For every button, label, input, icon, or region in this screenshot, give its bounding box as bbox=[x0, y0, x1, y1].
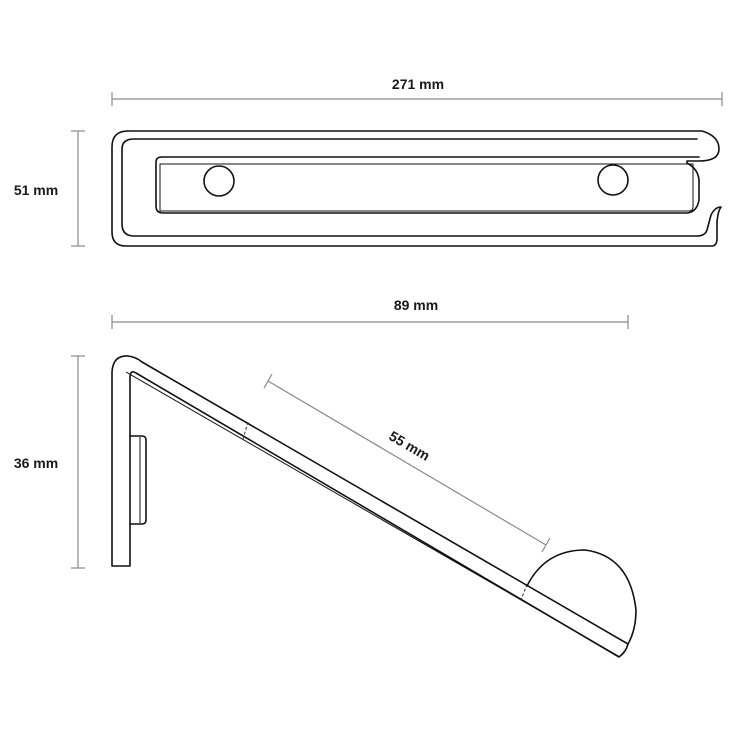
mounting-hole-right bbox=[597, 164, 629, 196]
plate-body bbox=[111, 130, 722, 247]
top-height-label: 51 mm bbox=[14, 182, 58, 198]
top-view: 271 mm 51 mm bbox=[14, 76, 723, 247]
side-view: 89 mm 36 mm 55 mm bbox=[14, 297, 637, 658]
bracket-profile bbox=[111, 355, 629, 658]
plate-outline bbox=[127, 130, 720, 214]
mount-pad bbox=[129, 435, 147, 525]
section-mark-lower bbox=[520, 583, 528, 601]
side-width-label: 89 mm bbox=[394, 297, 438, 313]
side-height-label: 36 mm bbox=[14, 455, 58, 471]
end-cap bbox=[526, 549, 637, 645]
section-mark-upper bbox=[242, 421, 249, 440]
mounting-hole-left bbox=[203, 165, 235, 197]
arm-length-dimension: 55 mm bbox=[263, 373, 551, 553]
top-width-label: 271 mm bbox=[392, 76, 444, 92]
arm-length-label: 55 mm bbox=[386, 428, 432, 464]
side-width-dimension: 89 mm bbox=[111, 297, 629, 329]
inner-slot bbox=[159, 163, 694, 212]
side-height-dimension: 36 mm bbox=[14, 355, 85, 569]
top-height-dimension: 51 mm bbox=[14, 130, 85, 247]
top-width-dimension: 271 mm bbox=[111, 76, 723, 106]
arm-inner-edge bbox=[125, 371, 621, 658]
